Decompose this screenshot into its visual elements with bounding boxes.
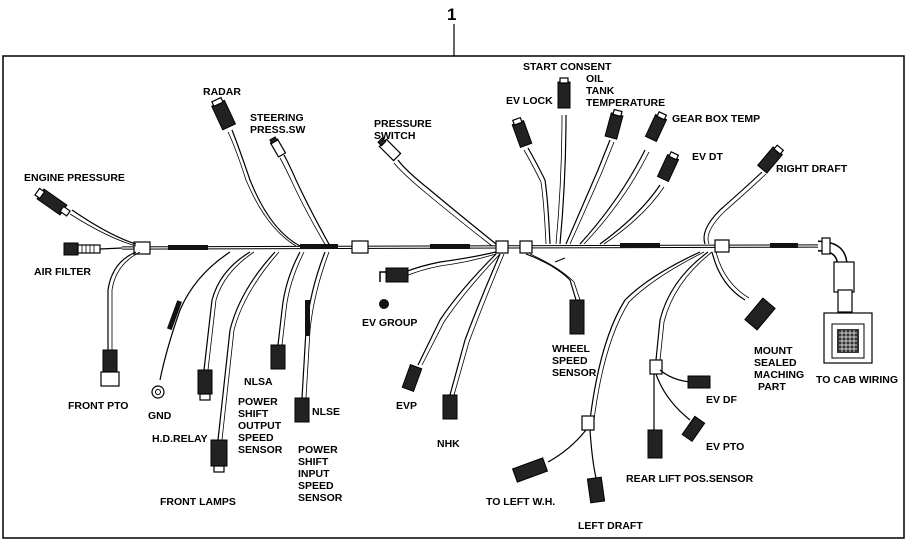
label-engine-pressure: ENGINE PRESSURE xyxy=(24,172,125,184)
reference-number: 1 xyxy=(447,5,456,24)
label-gear-box-temp: GEAR BOX TEMP xyxy=(672,113,760,125)
label-ev-df: EV DF xyxy=(706,394,738,406)
diagram-frame xyxy=(2,55,905,539)
label-oil-tank-temperature-2: TANK xyxy=(586,85,615,97)
label-ps-output-1: POWER xyxy=(238,396,278,408)
label-ps-input-4: SPEED xyxy=(298,480,334,492)
label-oil-tank-temperature-1: OIL xyxy=(586,73,604,85)
branch-ev-df xyxy=(647,251,713,459)
branch-right-draft xyxy=(703,144,785,245)
label-ps-output-3: OUTPUT xyxy=(238,420,282,432)
label-nlse: NLSE xyxy=(312,406,340,418)
label-to-left-wh: TO LEFT W.H. xyxy=(486,496,555,508)
branch-engine-pressure xyxy=(34,187,137,247)
branch-mount-sealed xyxy=(711,251,776,331)
label-front-lamps: FRONT LAMPS xyxy=(160,496,236,508)
label-ps-input-1: POWER xyxy=(298,444,338,456)
branch-ev-dt xyxy=(599,151,680,245)
branch-pressure-switch xyxy=(377,137,497,247)
label-wheel-speed-2: SPEED xyxy=(552,355,588,367)
label-gnd: GND xyxy=(148,410,172,422)
branch-air-filter xyxy=(63,242,123,256)
label-ev-lock: EV LOCK xyxy=(506,95,553,107)
label-pressure-switch-2: SWITCH xyxy=(374,130,415,142)
branch-nlse xyxy=(294,251,330,423)
label-ps-input-3: INPUT xyxy=(298,468,330,480)
label-ev-group: EV GROUP xyxy=(362,317,417,329)
label-nlsa: NLSA xyxy=(244,376,273,388)
branch-evp xyxy=(401,253,501,392)
label-rear-lift-pos-sensor: REAR LIFT POS.SENSOR xyxy=(626,473,754,485)
label-wheel-speed-3: SENSOR xyxy=(552,367,597,379)
branch-front-lamps xyxy=(210,251,280,473)
branch-ev-group xyxy=(379,251,497,309)
branch-wheel-speed-sensor xyxy=(525,253,585,335)
label-pressure-switch-1: PRESSURE xyxy=(374,118,432,130)
branch-nlsa xyxy=(270,251,305,370)
cab-connector xyxy=(823,312,873,364)
label-to-cab-wiring: TO CAB WIRING xyxy=(816,374,898,386)
branch-hd-relay xyxy=(197,251,255,401)
branch-radar xyxy=(211,96,301,247)
label-mount-sealed-4: PART xyxy=(758,381,786,393)
label-evp: EVP xyxy=(396,400,417,412)
main-trunk xyxy=(121,237,855,313)
label-ps-input-5: SENSOR xyxy=(298,492,343,504)
label-mount-sealed-3: MACHING xyxy=(754,369,804,381)
branch-left-wh xyxy=(511,251,705,504)
label-left-draft: LEFT DRAFT xyxy=(578,520,643,532)
label-right-draft: RIGHT DRAFT xyxy=(776,163,848,175)
label-ps-output-5: SENSOR xyxy=(238,444,283,456)
label-oil-tank-temperature-3: TEMPERATURE xyxy=(586,97,665,109)
label-hd-relay: H.D.RELAY xyxy=(152,433,208,445)
label-mount-sealed-1: MOUNT xyxy=(754,345,793,357)
label-ps-input-2: SHIFT xyxy=(298,456,329,468)
label-steering-press-sw-2: PRESS.SW xyxy=(250,124,306,136)
branch-oil-tank-temperature xyxy=(565,108,624,245)
label-steering-press-sw-1: STEERING xyxy=(250,112,304,124)
label-front-pto: FRONT PTO xyxy=(68,400,128,412)
branch-front-pto xyxy=(100,251,141,387)
label-nhk: NHK xyxy=(437,438,460,450)
branch-gnd xyxy=(151,251,231,399)
label-radar: RADAR xyxy=(203,86,241,98)
label-ev-pto: EV PTO xyxy=(706,441,744,453)
label-ps-output-4: SPEED xyxy=(238,432,274,444)
branch-nhk xyxy=(442,253,505,420)
label-mount-sealed-2: SEALED xyxy=(754,357,797,369)
label-ps-output-2: SHIFT xyxy=(238,408,269,420)
branch-ev-lock xyxy=(511,116,551,245)
label-air-filter: AIR FILTER xyxy=(34,266,91,278)
branch-gear-box-temp xyxy=(579,111,668,245)
label-ev-dt: EV DT xyxy=(692,151,724,163)
label-wheel-speed-1: WHEEL xyxy=(552,343,591,355)
branch-steering-press-sw xyxy=(269,136,331,247)
label-start-consent: START CONSENT xyxy=(523,61,612,73)
branch-start-consent xyxy=(555,77,571,245)
